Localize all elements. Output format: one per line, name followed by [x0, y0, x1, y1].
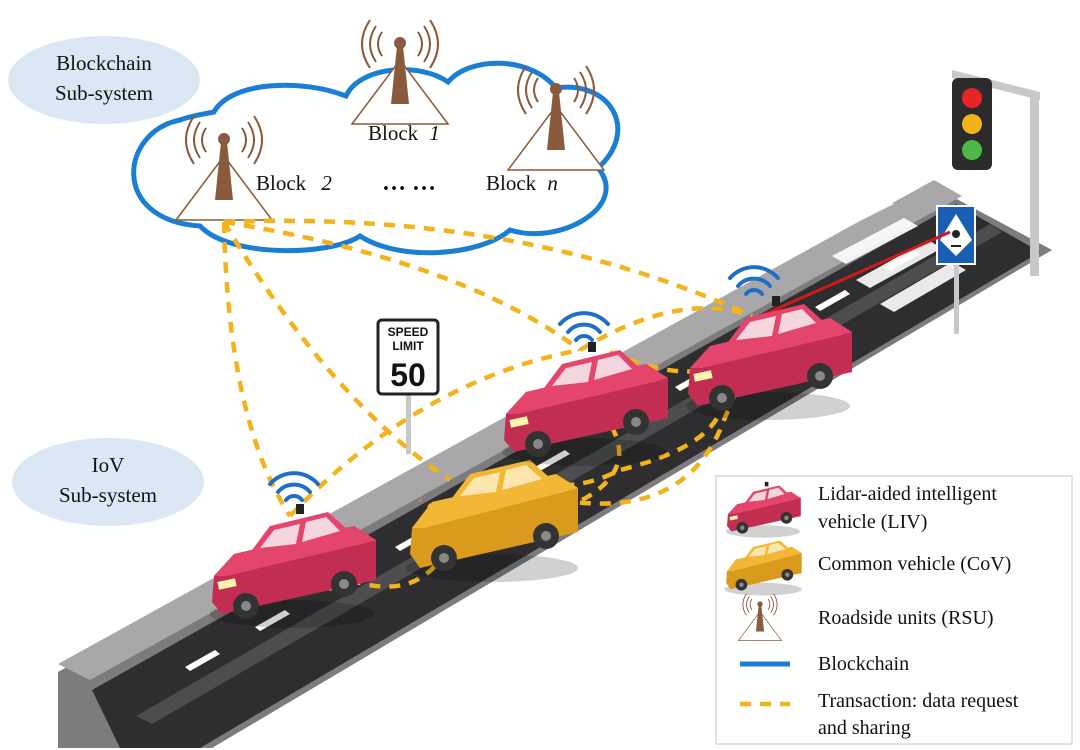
- block2-word: Block: [256, 171, 307, 195]
- legend-liv-line1: Lidar-aided intelligent: [818, 483, 997, 505]
- legend-rsu-label: Roadside units (RSU): [818, 607, 994, 629]
- rsu-tower-icon: [507, 65, 605, 171]
- block2-label: Block 2: [256, 171, 332, 195]
- blockchain-cloud: [131, 60, 621, 256]
- transaction-link: [578, 305, 753, 352]
- crosswalk-sign-icon: [936, 205, 976, 334]
- rsu-tower-icon: [175, 115, 273, 221]
- lidar-link: [755, 230, 951, 320]
- block1-index: 1: [429, 121, 440, 145]
- transaction-link: [223, 218, 753, 319]
- blockchain-subsystem-line2: Sub-system: [55, 81, 153, 105]
- speed-sign-value: 50: [390, 357, 426, 393]
- transaction-link: [223, 219, 582, 352]
- transaction-link: [221, 221, 292, 518]
- transaction-link: [288, 347, 581, 518]
- speed-sign-line2: LIMIT: [392, 339, 424, 353]
- traffic-light-icon: [952, 70, 1040, 276]
- blockn-label: Block n: [486, 171, 558, 195]
- iov-subsystem-line1: IoV: [92, 453, 125, 477]
- legend-transaction-line1: Transaction: data request: [818, 690, 1019, 712]
- block1-word: Block: [368, 121, 419, 145]
- speed-sign-line1: SPEED: [388, 325, 429, 339]
- iov-subsystem-label: IoV Sub-system: [12, 438, 204, 526]
- legend-cov-label: Common vehicle (CoV): [818, 553, 1011, 575]
- legend-transaction-line2: and sharing: [818, 717, 911, 739]
- legend: Lidar-aided intelligent vehicle (LIV) Co…: [715, 475, 1073, 745]
- blockn-word: Block: [486, 171, 537, 195]
- transaction-link: [222, 220, 452, 482]
- crosswalk: [808, 196, 966, 312]
- blockchain-subsystem-label: Blockchain Sub-system: [8, 36, 200, 124]
- legend-liv-line2: vehicle (LIV): [818, 511, 927, 533]
- blockchain-subsystem-line1: Blockchain: [56, 51, 152, 75]
- blockn-index: n: [547, 171, 558, 195]
- legend-blockchain-label: Blockchain: [818, 653, 909, 675]
- iov-subsystem-line2: Sub-system: [59, 483, 157, 507]
- block2-index: 2: [321, 171, 332, 195]
- speed-limit-sign-icon: SPEED LIMIT 50: [376, 318, 440, 454]
- block-ellipsis: … …: [382, 170, 436, 196]
- block1-label: Block 1: [368, 121, 440, 145]
